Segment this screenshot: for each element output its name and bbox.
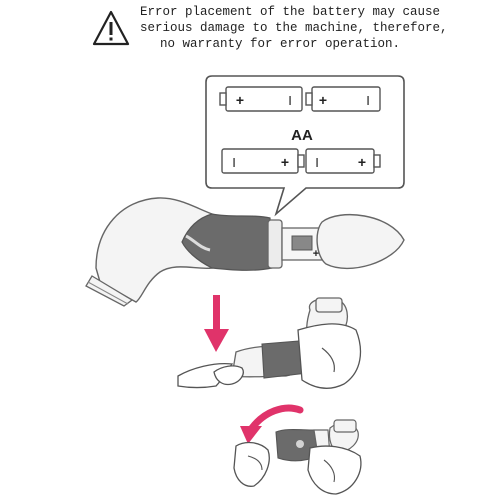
battery-bottom-right-right-mark: + bbox=[358, 154, 366, 170]
warning-line-2: serious damage to the machine, therefore… bbox=[140, 21, 448, 35]
battery-panel: + I + I AA I + I + bbox=[205, 75, 405, 217]
battery-bottom-left-left-mark: I bbox=[232, 155, 236, 170]
battery-top-left-right-mark: I bbox=[288, 93, 292, 108]
battery-top-right-right-mark: I bbox=[366, 93, 370, 108]
step-two bbox=[177, 295, 362, 390]
battery-bottom-left: I + bbox=[221, 148, 305, 174]
battery-top-right-left-mark: + bbox=[319, 92, 327, 108]
warning-triangle-icon bbox=[92, 10, 130, 46]
warning-notice: Error placement of the battery may cause… bbox=[92, 4, 448, 56]
battery-bottom-left-right-mark: + bbox=[281, 154, 289, 170]
device-terminal-mark: + bbox=[313, 248, 319, 260]
curved-arrow-icon bbox=[240, 404, 304, 444]
battery-top-left: + I bbox=[219, 86, 303, 112]
battery-top-right: + I bbox=[305, 86, 381, 112]
battery-bottom-right-left-mark: I bbox=[315, 155, 319, 170]
warning-text: Error placement of the battery may cause… bbox=[140, 4, 448, 52]
battery-top-left-left-mark: + bbox=[236, 92, 244, 108]
device-opened: + bbox=[85, 197, 405, 307]
warning-line-1: Error placement of the battery may cause bbox=[140, 5, 441, 19]
down-arrow-icon bbox=[204, 295, 229, 352]
battery-size-label: AA bbox=[291, 127, 313, 144]
step-three bbox=[233, 404, 362, 495]
warning-line-3: no warranty for error operation. bbox=[159, 37, 401, 51]
battery-bottom-right: I + bbox=[305, 148, 381, 174]
